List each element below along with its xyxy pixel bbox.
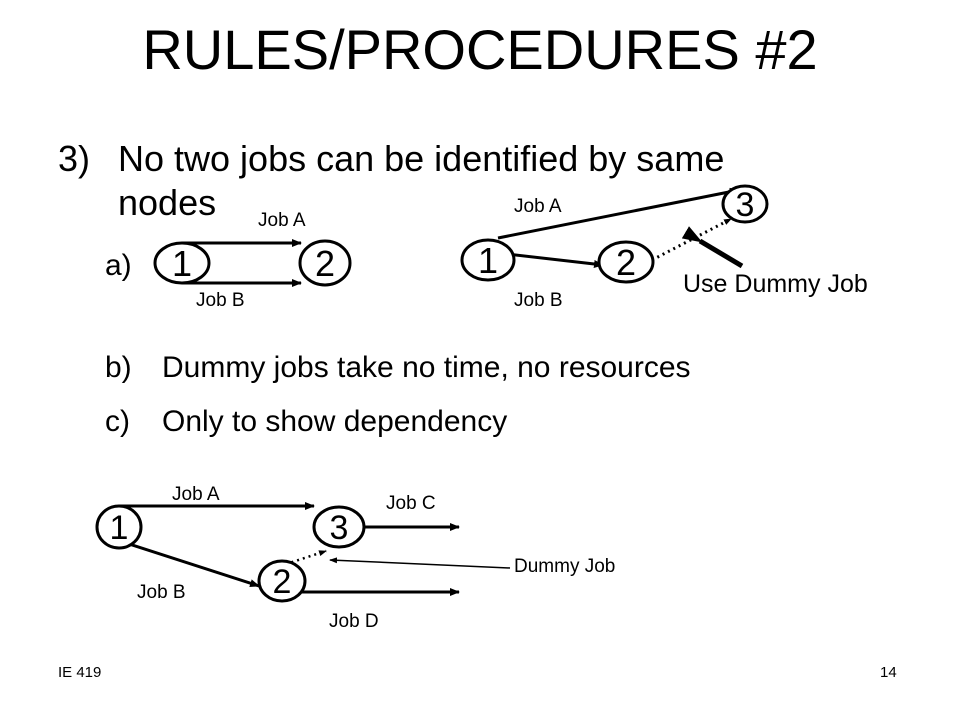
use-dummy-callout-arrow bbox=[681, 226, 744, 269]
diagram-c-node-2-label: 2 bbox=[273, 563, 292, 601]
diagram-b-node-2 bbox=[597, 240, 655, 284]
rule-3-number: 3) bbox=[58, 138, 91, 179]
diagram-c-node-3-label: 3 bbox=[330, 509, 349, 547]
diagram-c-job-b-label: Job B bbox=[137, 582, 186, 603]
diagram-a-node-1-label: 1 bbox=[172, 243, 192, 284]
rule-3-text-line1: No two jobs can be identified by same bbox=[118, 138, 725, 179]
diagram-c-job-c-label: Job C bbox=[386, 493, 436, 514]
diagram-b-node-1 bbox=[460, 238, 516, 282]
diagram-same-nodes: 1 2 Job A Job B bbox=[153, 210, 352, 311]
item-b-text: Dummy jobs take no time, no resources bbox=[162, 351, 691, 384]
diagram-c-job-b-arrow bbox=[125, 541, 260, 588]
diagram-dependency: 1 3 2 Job A Job B Job C Job D Dummy Job bbox=[95, 484, 615, 632]
footer-page-number: 14 bbox=[880, 664, 897, 681]
footer-course: IE 419 bbox=[58, 664, 102, 681]
diagram-a-job-a-label: Job A bbox=[258, 210, 306, 231]
diagram-b-node-1-label: 1 bbox=[478, 240, 498, 281]
diagram-dummy-job: 1 2 3 Job A Job B Use Dummy Job bbox=[460, 184, 868, 311]
diagram-c-dummy-arrow bbox=[279, 549, 327, 568]
diagram-c-dummy-job-label: Dummy Job bbox=[514, 556, 615, 577]
diagram-a-node-2 bbox=[298, 239, 352, 287]
diagram-b-job-b-label: Job B bbox=[514, 290, 563, 311]
diagram-a-job-b-label: Job B bbox=[196, 290, 245, 311]
diagram-c-dummy-callout-line bbox=[329, 557, 511, 569]
diagram-c-job-a-label: Job A bbox=[172, 484, 220, 505]
diagram-c-node-1 bbox=[95, 504, 143, 550]
use-dummy-job-label: Use Dummy Job bbox=[683, 270, 868, 298]
diagram-c-job-d-label: Job D bbox=[329, 611, 379, 632]
item-c-marker: c) bbox=[105, 405, 130, 438]
diagram-b-node-3 bbox=[721, 184, 769, 224]
diagram-b-node-2-label: 2 bbox=[616, 242, 636, 283]
diagram-b-job-a-arrow bbox=[497, 187, 740, 240]
diagram-c-node-3 bbox=[312, 505, 366, 549]
rule-3-text-line2: nodes bbox=[118, 182, 217, 223]
diagram-b-node-3-label: 3 bbox=[736, 186, 755, 224]
item-a-marker: a) bbox=[105, 249, 132, 282]
diagram-a-node-2-label: 2 bbox=[315, 243, 335, 284]
diagram-b-job-a-label: Job A bbox=[514, 196, 562, 217]
item-b-marker: b) bbox=[105, 351, 132, 384]
diagram-c-node-1-label: 1 bbox=[110, 509, 129, 547]
diagram-b-job-b-arrow bbox=[497, 251, 604, 268]
item-c-text: Only to show dependency bbox=[162, 405, 508, 438]
diagram-c-node-2 bbox=[257, 559, 307, 603]
slide-title: RULES/PROCEDURES #2 bbox=[142, 18, 818, 81]
